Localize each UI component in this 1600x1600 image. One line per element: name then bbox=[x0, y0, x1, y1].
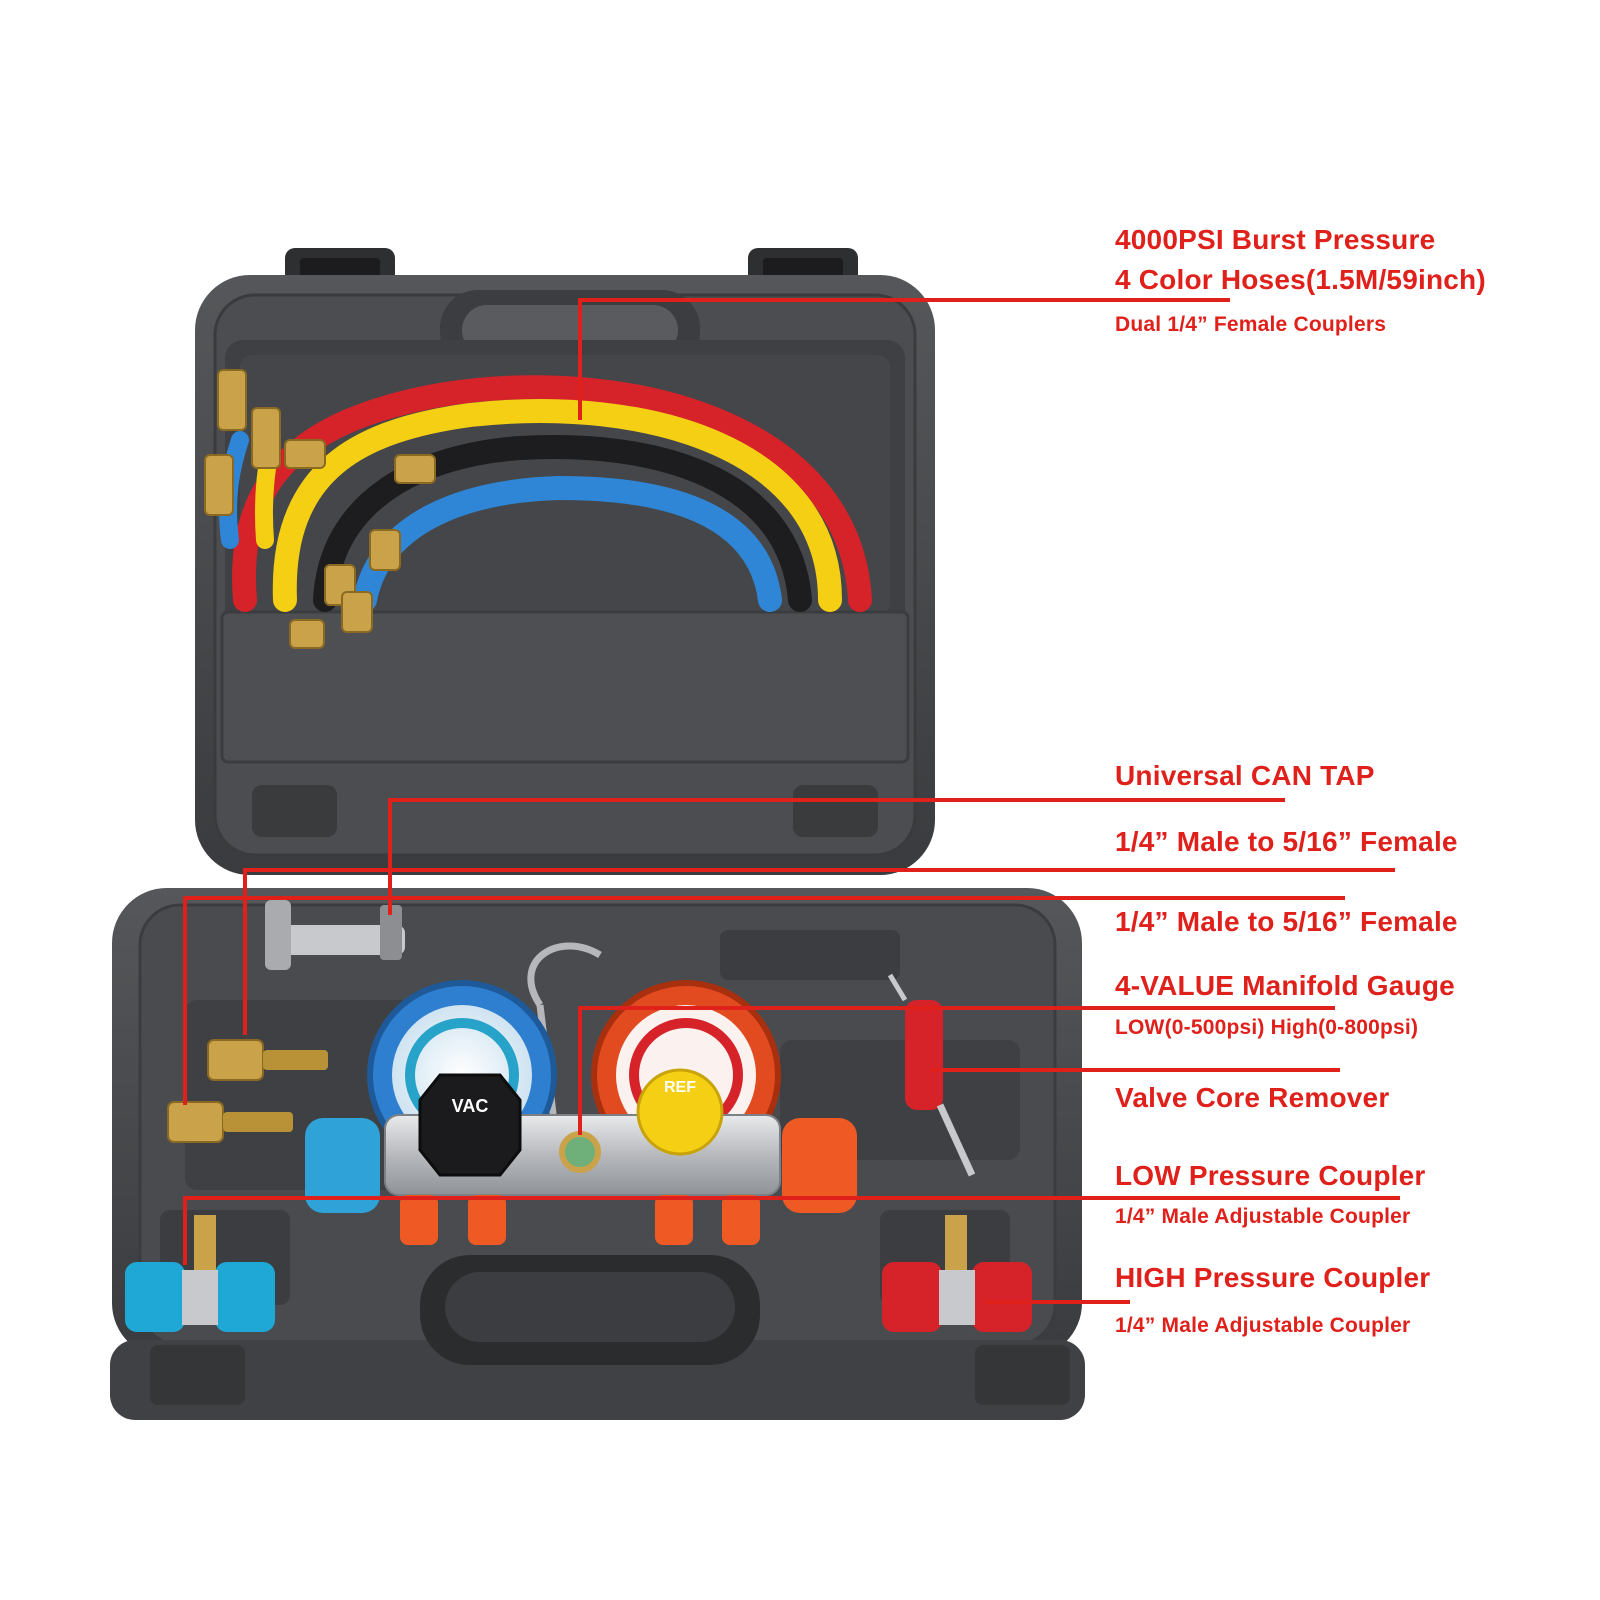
vac-knob-label: VAC bbox=[452, 1096, 489, 1116]
callout-high-coupler-subtitle: 1/4” Male Adjustable Coupler bbox=[1115, 1314, 1411, 1337]
callout-burst-pressure: 4000PSI Burst Pressure bbox=[1115, 224, 1436, 255]
orange-port-cap bbox=[782, 1118, 857, 1213]
high-pressure-coupler bbox=[882, 1215, 1032, 1332]
hose-black bbox=[313, 435, 812, 612]
callout-manifold-gauge: 4-VALUE Manifold Gauge bbox=[1115, 970, 1455, 1001]
manifold-gauge: VAC REF bbox=[305, 980, 857, 1245]
callout-manifold-gauge-subtitle: LOW(0-500psi) High(0-800psi) bbox=[1115, 1016, 1419, 1039]
vac-knob bbox=[418, 1073, 522, 1177]
callout-adapter-1: 1/4” Male to 5/16” Female bbox=[1115, 826, 1458, 857]
lid-front-flap bbox=[220, 610, 910, 764]
callout-high-coupler: HIGH Pressure Coupler bbox=[1115, 1262, 1431, 1293]
callout-valve-core-remover: Valve Core Remover bbox=[1115, 1082, 1390, 1113]
adapters bbox=[167, 1039, 328, 1143]
hose-yellow bbox=[272, 399, 842, 612]
callout-low-coupler: LOW Pressure Coupler bbox=[1115, 1160, 1426, 1191]
callout-hoses-subtitle: Dual 1/4” Female Couplers bbox=[1115, 313, 1387, 336]
callout-low-coupler-subtitle: 1/4” Male Adjustable Coupler bbox=[1115, 1205, 1411, 1228]
valve-core-remover bbox=[887, 973, 976, 1177]
hose-fittings bbox=[204, 369, 436, 649]
callout-hoses: 4 Color Hoses(1.5M/59inch) bbox=[1115, 264, 1486, 295]
ref-knob bbox=[636, 1068, 724, 1156]
callout-lines bbox=[183, 298, 1400, 1304]
can-tap bbox=[265, 900, 405, 970]
blue-port-cap bbox=[305, 1118, 380, 1213]
ref-knob-label: REF bbox=[664, 1079, 696, 1096]
callout-can-tap: Universal CAN TAP bbox=[1115, 760, 1375, 791]
callout-adapter-2: 1/4” Male to 5/16” Female bbox=[1115, 906, 1458, 937]
low-pressure-coupler bbox=[125, 1215, 275, 1332]
